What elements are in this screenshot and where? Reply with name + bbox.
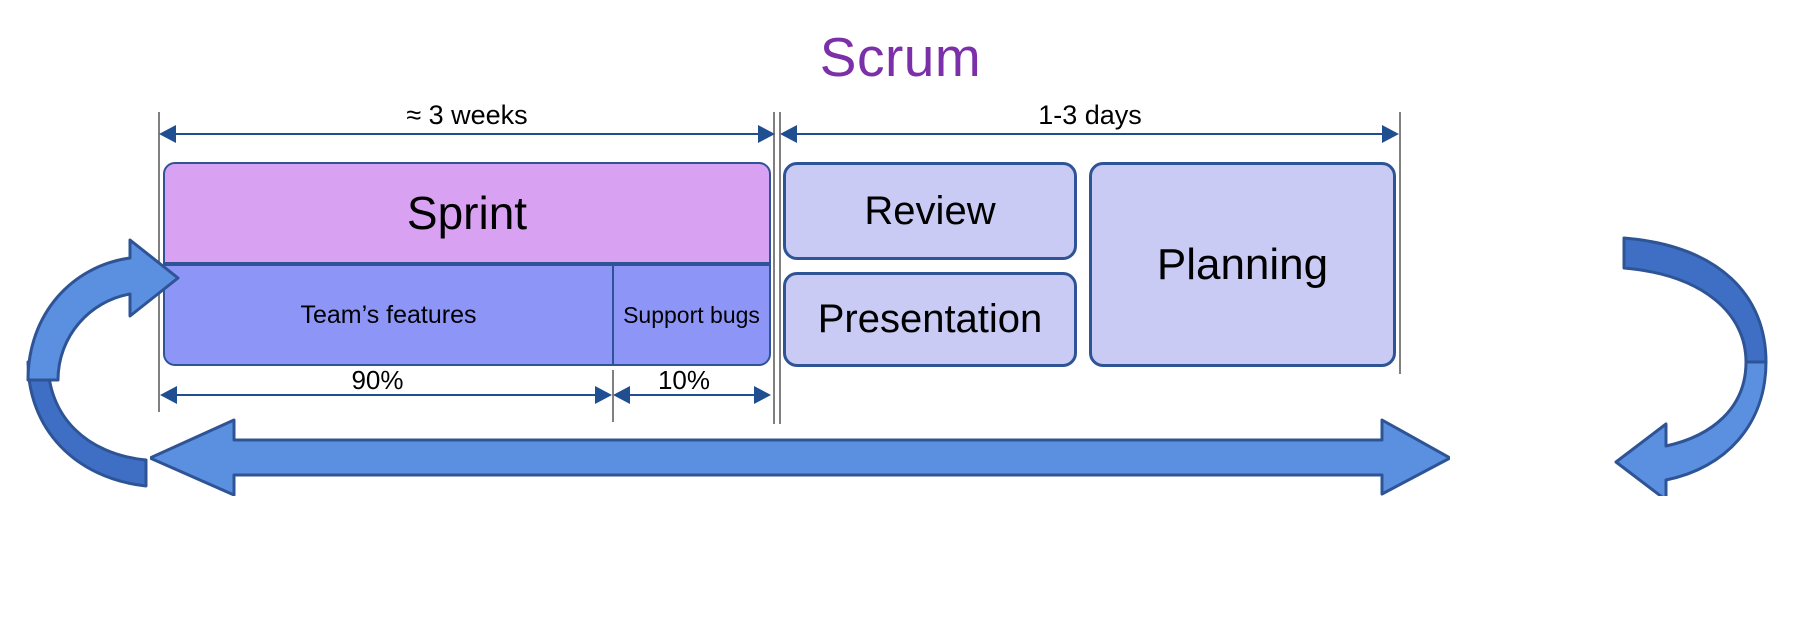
cycle-right-curved-arrow-icon — [1614, 236, 1768, 496]
presentation-label: Presentation — [817, 297, 1043, 341]
cycle-bottom-arrow-icon — [150, 418, 1450, 496]
page-title: Scrum — [819, 26, 982, 88]
guide-tick-mid-a — [773, 112, 775, 424]
sprint-duration-label: ≈ 3 weeks — [406, 100, 528, 130]
support-bugs-cell[interactable]: Support bugs — [613, 264, 771, 366]
team-features-cell[interactable]: Team’s features — [163, 264, 613, 366]
sprint-measure-line — [176, 133, 758, 135]
support-percent-label: 10% — [657, 365, 711, 395]
review-label: Review — [864, 188, 996, 233]
features-percent-label: 90% — [351, 365, 404, 395]
sprint-measure-arrowhead-right-icon — [758, 125, 775, 143]
team-features-label: Team’s features — [300, 301, 477, 329]
sprint-subdivisions: Team’s features Support bugs — [163, 264, 771, 366]
guide-tick-end — [1399, 112, 1401, 374]
sprint-box[interactable]: Sprint — [163, 162, 771, 264]
support-measure-line — [630, 394, 754, 396]
ceremony-measure-arrowhead-right-icon — [1382, 125, 1399, 143]
guide-tick-mid-b — [779, 112, 781, 424]
review-box[interactable]: Review — [783, 162, 1077, 260]
cycle-left-curved-arrow-icon — [26, 238, 180, 488]
planning-label: Planning — [1156, 239, 1329, 289]
presentation-box[interactable]: Presentation — [783, 272, 1077, 367]
ceremony-measure-arrowhead-left-icon — [780, 125, 797, 143]
support-measure-arrowhead-right-icon — [754, 386, 771, 404]
planning-box[interactable]: Planning — [1089, 162, 1396, 367]
features-measure-line — [177, 394, 595, 396]
features-measure-arrowhead-left-icon — [160, 386, 177, 404]
sprint-measure-arrowhead-left-icon — [159, 125, 176, 143]
support-bugs-label: Support bugs — [623, 301, 760, 328]
features-measure-arrowhead-right-icon — [595, 386, 612, 404]
ceremony-duration-label: 1-3 days — [1038, 100, 1142, 130]
sprint-label: Sprint — [406, 187, 528, 239]
support-measure-arrowhead-left-icon — [613, 386, 630, 404]
sprint-block: Sprint Team’s features Support bugs — [163, 162, 771, 366]
ceremony-measure-line — [797, 133, 1382, 135]
